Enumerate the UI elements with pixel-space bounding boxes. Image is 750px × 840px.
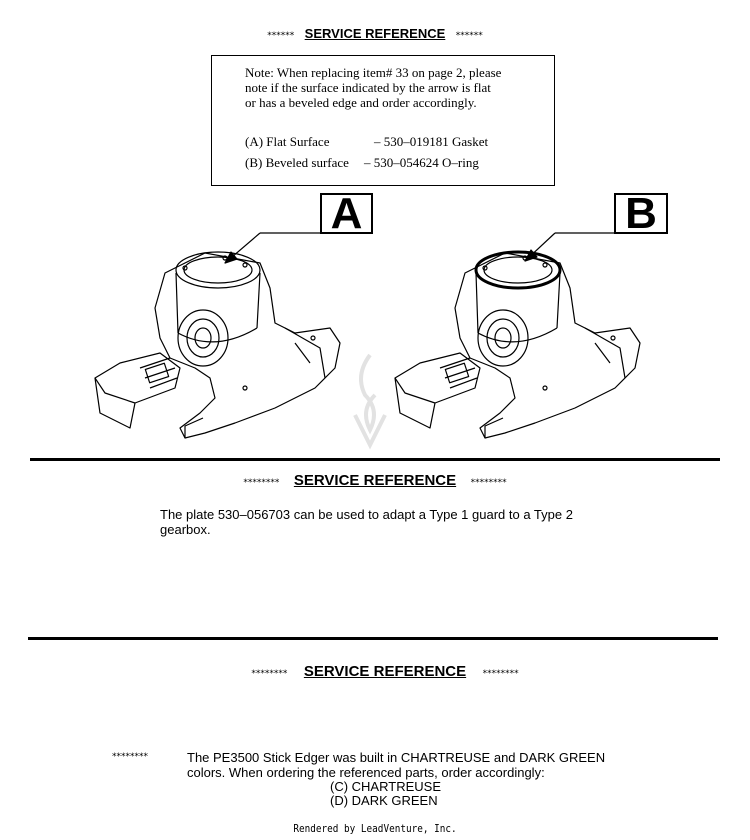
option-a-label: (A) Flat Surface: [245, 134, 330, 149]
section3-text-line-2: colors. When ordering the referenced par…: [187, 765, 545, 780]
section3-note-stars: ********: [112, 752, 148, 762]
section3-heading: SERVICE REFERENCE: [303, 663, 467, 680]
note-line-3: or has a beveled edge and order accordin…: [245, 95, 477, 110]
divider-1: [30, 458, 720, 461]
section1-header: ****** SERVICE REFERENCE ******: [0, 25, 750, 43]
section3-text-line-1: The PE3500 Stick Edger was built in CHAR…: [187, 750, 606, 765]
section2-heading: SERVICE REFERENCE: [293, 472, 457, 489]
divider-2: [28, 637, 718, 640]
section2-stars-right: ********: [470, 478, 507, 488]
gearbox-illustration-b: [394, 232, 641, 439]
section3-header: ******** SERVICE REFERENCE ********: [0, 663, 750, 681]
label-a-box: A: [320, 189, 373, 238]
section2-header: ******** SERVICE REFERENCE ********: [0, 472, 750, 490]
option-a-part: – 530–019181 Gasket: [374, 134, 489, 149]
section1-heading: SERVICE REFERENCE: [304, 26, 446, 41]
section3-stars-left: ********: [251, 669, 288, 679]
gearbox-illustration-a: [94, 232, 341, 439]
section3-option-c: (C) CHARTREUSE: [330, 779, 441, 794]
option-b-label: (B) Beveled surface: [245, 155, 349, 170]
section2-text-line-1: The plate 530–056703 can be used to adap…: [160, 507, 573, 522]
label-b-text: B: [625, 188, 657, 238]
section1-stars-left: ******: [267, 31, 295, 41]
section1-stars-right: ******: [455, 31, 483, 41]
footer-rendered-by: Rendered by LeadVenture, Inc.: [293, 822, 457, 835]
service-note-box: Note: When replacing item# 33 on page 2,…: [211, 55, 555, 186]
label-b-box: B: [614, 189, 668, 238]
section2-stars-left: ********: [243, 478, 280, 488]
section3-stars-right: ********: [482, 669, 519, 679]
section2-text-line-2: gearbox.: [160, 522, 211, 537]
label-a-text: A: [330, 188, 363, 238]
note-line-1: Note: When replacing item# 33 on page 2,…: [245, 65, 502, 80]
note-line-2: note if the surface indicated by the arr…: [245, 80, 491, 95]
option-b-part: – 530–054624 O–ring: [364, 155, 479, 170]
watermark-logo: [353, 353, 387, 450]
section3-option-d: (D) DARK GREEN: [330, 793, 438, 808]
